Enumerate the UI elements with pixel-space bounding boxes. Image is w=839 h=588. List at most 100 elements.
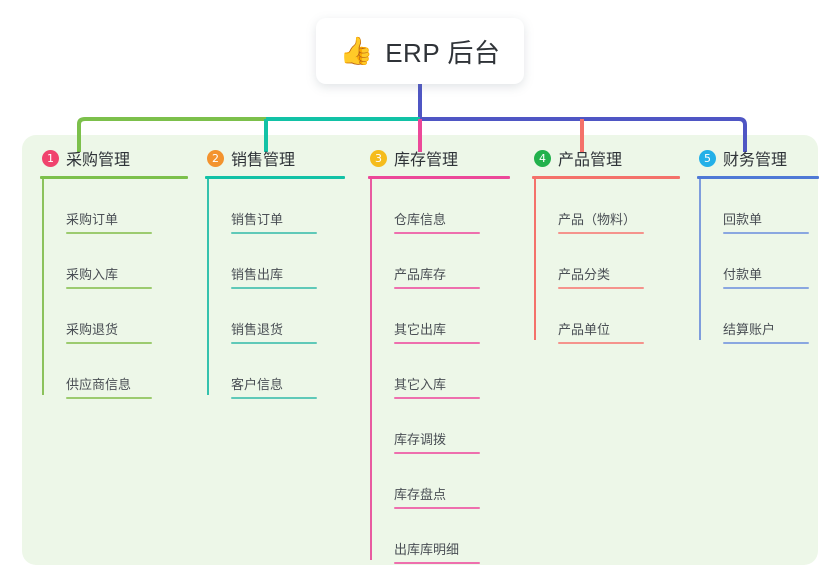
leaf-label: 产品（物料） — [558, 212, 637, 228]
leaf-underline — [66, 342, 152, 344]
leaf-label: 采购订单 — [66, 212, 119, 228]
leaf-item[interactable]: 库存盘点 — [370, 454, 510, 509]
leaf-label: 回款单 — [723, 212, 763, 228]
leaf-list: 回款单付款单结算账户 — [697, 179, 819, 344]
leaf-spine — [42, 179, 44, 395]
branch-underline — [40, 176, 188, 179]
leaf-list: 产品（物料） 产品分类产品单位 — [532, 179, 680, 344]
leaf-spine — [534, 179, 536, 340]
leaf-item[interactable]: 产品分类 — [534, 234, 680, 289]
leaf-underline — [558, 342, 644, 344]
leaf-label: 结算账户 — [723, 322, 776, 338]
leaf-underline — [231, 397, 317, 399]
root-node[interactable]: 👍 ERP 后台 — [316, 18, 524, 84]
leaf-underline — [394, 287, 480, 289]
leaf-label: 付款单 — [723, 267, 763, 283]
leaf-item[interactable]: 销售出库 — [207, 234, 345, 289]
leaf-item[interactable]: 供应商信息 — [42, 344, 188, 399]
leaf-item[interactable]: 产品库存 — [370, 234, 510, 289]
leaf-underline — [558, 287, 644, 289]
leaf-list: 销售订单销售出库销售退货客户信息 — [205, 179, 345, 399]
leaf-underline — [231, 342, 317, 344]
branch-header-5[interactable]: 5 财务管理 — [697, 146, 819, 170]
branch-header-4[interactable]: 4 产品管理 — [532, 146, 680, 170]
leaf-underline — [723, 232, 809, 234]
leaf-item[interactable]: 采购订单 — [42, 179, 188, 234]
leaf-item[interactable]: 库存调拨 — [370, 399, 510, 454]
leaf-underline — [231, 287, 317, 289]
branch-index-badge: 4 — [534, 149, 551, 167]
leaf-item[interactable]: 其它出库 — [370, 289, 510, 344]
branch-column-3: 3 库存管理仓库信息产品库存其它出库其它入库库存调拨库存盘点出库库明细 — [368, 146, 510, 564]
branch-header-1[interactable]: 1 采购管理 — [40, 146, 188, 170]
leaf-label: 销售订单 — [231, 212, 284, 228]
branch-column-5: 5 财务管理回款单付款单结算账户 — [697, 146, 819, 344]
leaf-label: 产品分类 — [558, 267, 611, 283]
branch-title: 销售管理 — [231, 152, 296, 169]
leaf-underline — [394, 232, 480, 234]
branch-title: 产品管理 — [558, 152, 623, 169]
branch-index-badge: 5 — [699, 149, 716, 167]
leaf-item[interactable]: 出库库明细 — [370, 509, 510, 564]
leaf-label: 销售退货 — [231, 322, 284, 338]
branch-title: 采购管理 — [66, 152, 131, 169]
leaf-label: 其它入库 — [394, 377, 447, 393]
branch-underline — [205, 176, 345, 179]
branches-panel — [22, 135, 818, 565]
branch-index-badge: 3 — [370, 149, 387, 167]
leaf-item[interactable]: 回款单 — [699, 179, 819, 234]
branch-underline — [368, 176, 510, 179]
leaf-item[interactable]: 客户信息 — [207, 344, 345, 399]
leaf-item[interactable]: 采购入库 — [42, 234, 188, 289]
leaf-item[interactable]: 产品（物料） — [534, 179, 680, 234]
leaf-underline — [66, 397, 152, 399]
leaf-list: 采购订单采购入库采购退货供应商信息 — [40, 179, 188, 399]
leaf-underline — [723, 287, 809, 289]
leaf-item[interactable]: 采购退货 — [42, 289, 188, 344]
leaf-item[interactable]: 销售退货 — [207, 289, 345, 344]
leaf-label: 仓库信息 — [394, 212, 447, 228]
leaf-label: 采购入库 — [66, 267, 119, 283]
leaf-item[interactable]: 其它入库 — [370, 344, 510, 399]
leaf-underline — [394, 562, 480, 564]
leaf-item[interactable]: 结算账户 — [699, 289, 819, 344]
leaf-item[interactable]: 产品单位 — [534, 289, 680, 344]
branch-header-3[interactable]: 3 库存管理 — [368, 146, 510, 170]
leaf-underline — [394, 452, 480, 454]
branch-underline — [697, 176, 819, 179]
branch-title: 财务管理 — [723, 152, 788, 169]
branch-index-badge: 1 — [42, 149, 59, 167]
leaf-item[interactable]: 付款单 — [699, 234, 819, 289]
leaf-label: 销售出库 — [231, 267, 284, 283]
branch-underline — [532, 176, 680, 179]
leaf-label: 库存盘点 — [394, 487, 447, 503]
leaf-underline — [558, 232, 644, 234]
branch-column-4: 4 产品管理产品（物料） 产品分类产品单位 — [532, 146, 680, 344]
leaf-underline — [231, 232, 317, 234]
leaf-item[interactable]: 销售订单 — [207, 179, 345, 234]
leaf-spine — [699, 179, 701, 340]
leaf-underline — [66, 232, 152, 234]
leaf-label: 供应商信息 — [66, 377, 132, 393]
branch-title: 库存管理 — [394, 152, 459, 169]
leaf-label: 客户信息 — [231, 377, 284, 393]
leaf-underline — [394, 342, 480, 344]
leaf-spine — [370, 179, 372, 560]
leaf-label: 出库库明细 — [394, 542, 460, 558]
leaf-underline — [723, 342, 809, 344]
leaf-list: 仓库信息产品库存其它出库其它入库库存调拨库存盘点出库库明细 — [368, 179, 510, 564]
leaf-spine — [207, 179, 209, 395]
leaf-underline — [394, 397, 480, 399]
leaf-item[interactable]: 仓库信息 — [370, 179, 510, 234]
leaf-label: 产品单位 — [558, 322, 611, 338]
thumbs-up-icon: 👍 — [339, 35, 374, 67]
branch-column-1: 1 采购管理采购订单采购入库采购退货供应商信息 — [40, 146, 188, 399]
leaf-label: 库存调拨 — [394, 432, 447, 448]
leaf-label: 产品库存 — [394, 267, 447, 283]
leaf-underline — [394, 507, 480, 509]
root-title: ERP 后台 — [385, 37, 501, 68]
leaf-label: 其它出库 — [394, 322, 447, 338]
